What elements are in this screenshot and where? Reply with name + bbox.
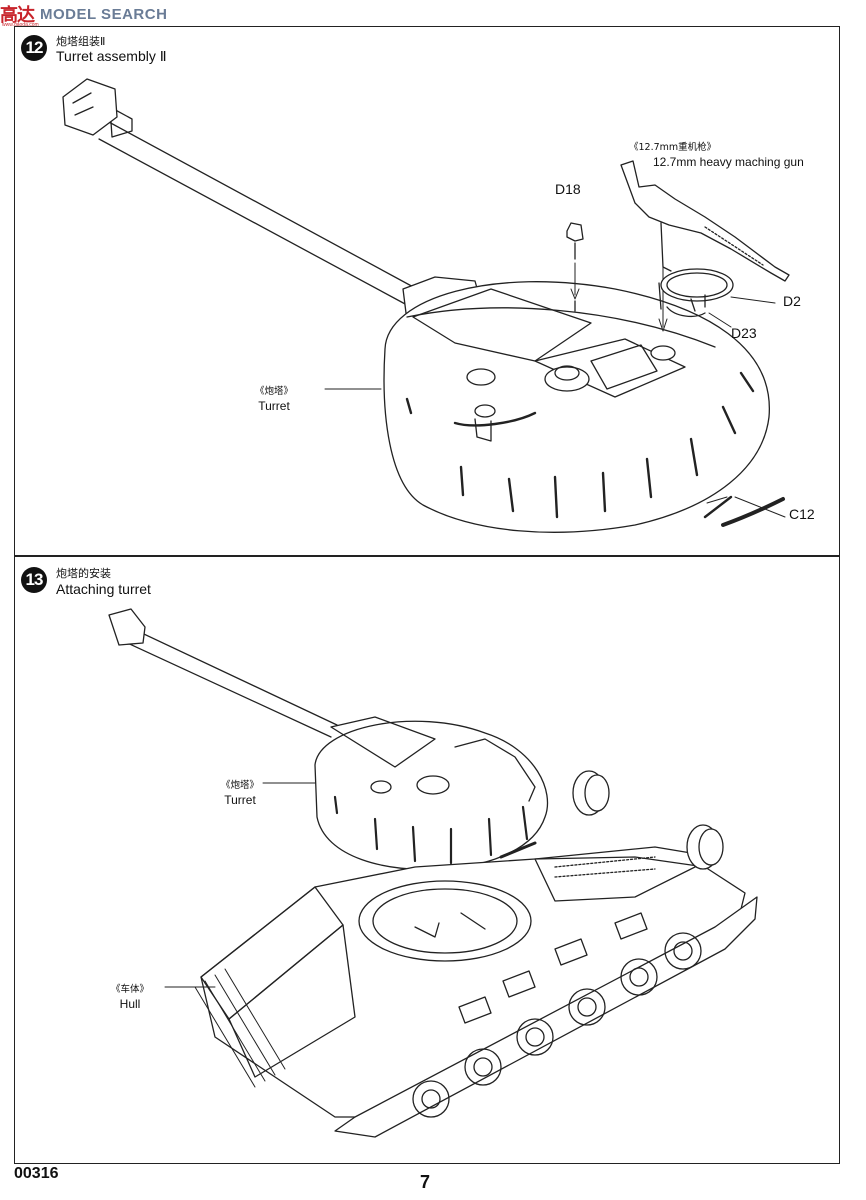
step-title-en: Turret assembly Ⅱ xyxy=(56,48,167,64)
turret-callout: 《炮塔》 Turret xyxy=(255,385,293,413)
step-12-panel: 12 炮塔组装Ⅱ Turret assembly Ⅱ xyxy=(14,26,840,556)
callout-en: Turret xyxy=(224,793,256,807)
turret-callout: 《炮塔》 Turret xyxy=(221,779,259,807)
callout-cn: 《炮塔》 xyxy=(221,780,260,791)
step-title-en: Attaching turret xyxy=(56,581,151,597)
step-title-cn: 炮塔的安装 xyxy=(56,567,111,580)
page-number: 7 xyxy=(420,1172,431,1192)
part-label-d23: D23 xyxy=(731,325,757,341)
step-number-badge: 12 xyxy=(21,35,47,61)
machine-gun-callout: 《12.7mm重机枪》 12.7mm heavy maching gun xyxy=(629,141,804,169)
hull-callout: 《车体》 Hull xyxy=(111,983,149,1011)
turret-drawing xyxy=(62,78,790,533)
watermark-url: www.gaoda.com xyxy=(2,22,39,28)
watermark-logo: 高达 xyxy=(0,5,35,26)
callout-en: Turret xyxy=(258,399,290,413)
step-title-cn: 炮塔组装Ⅱ xyxy=(56,35,106,48)
step-13-panel: 13 炮塔的安装 Attaching turret xyxy=(14,556,840,1164)
part-label-d2: D2 xyxy=(783,293,801,309)
callout-cn: 《车体》 xyxy=(111,984,150,995)
callout-cn: 《12.7mm重机枪》 xyxy=(629,142,717,153)
callout-cn: 《炮塔》 xyxy=(255,386,294,397)
watermark: 高达 www.gaoda.com MODEL SEARCH xyxy=(0,2,168,28)
watermark-text: MODEL SEARCH xyxy=(40,5,168,23)
tank-hull-drawing xyxy=(108,608,758,1138)
step-number-badge: 13 xyxy=(21,567,47,593)
callout-en: Hull xyxy=(119,997,141,1011)
product-code: 00316 xyxy=(14,1165,59,1182)
part-label-d18: D18 xyxy=(555,181,581,197)
callout-en: 12.7mm heavy maching gun xyxy=(653,155,804,169)
part-label-c12: C12 xyxy=(789,506,815,522)
